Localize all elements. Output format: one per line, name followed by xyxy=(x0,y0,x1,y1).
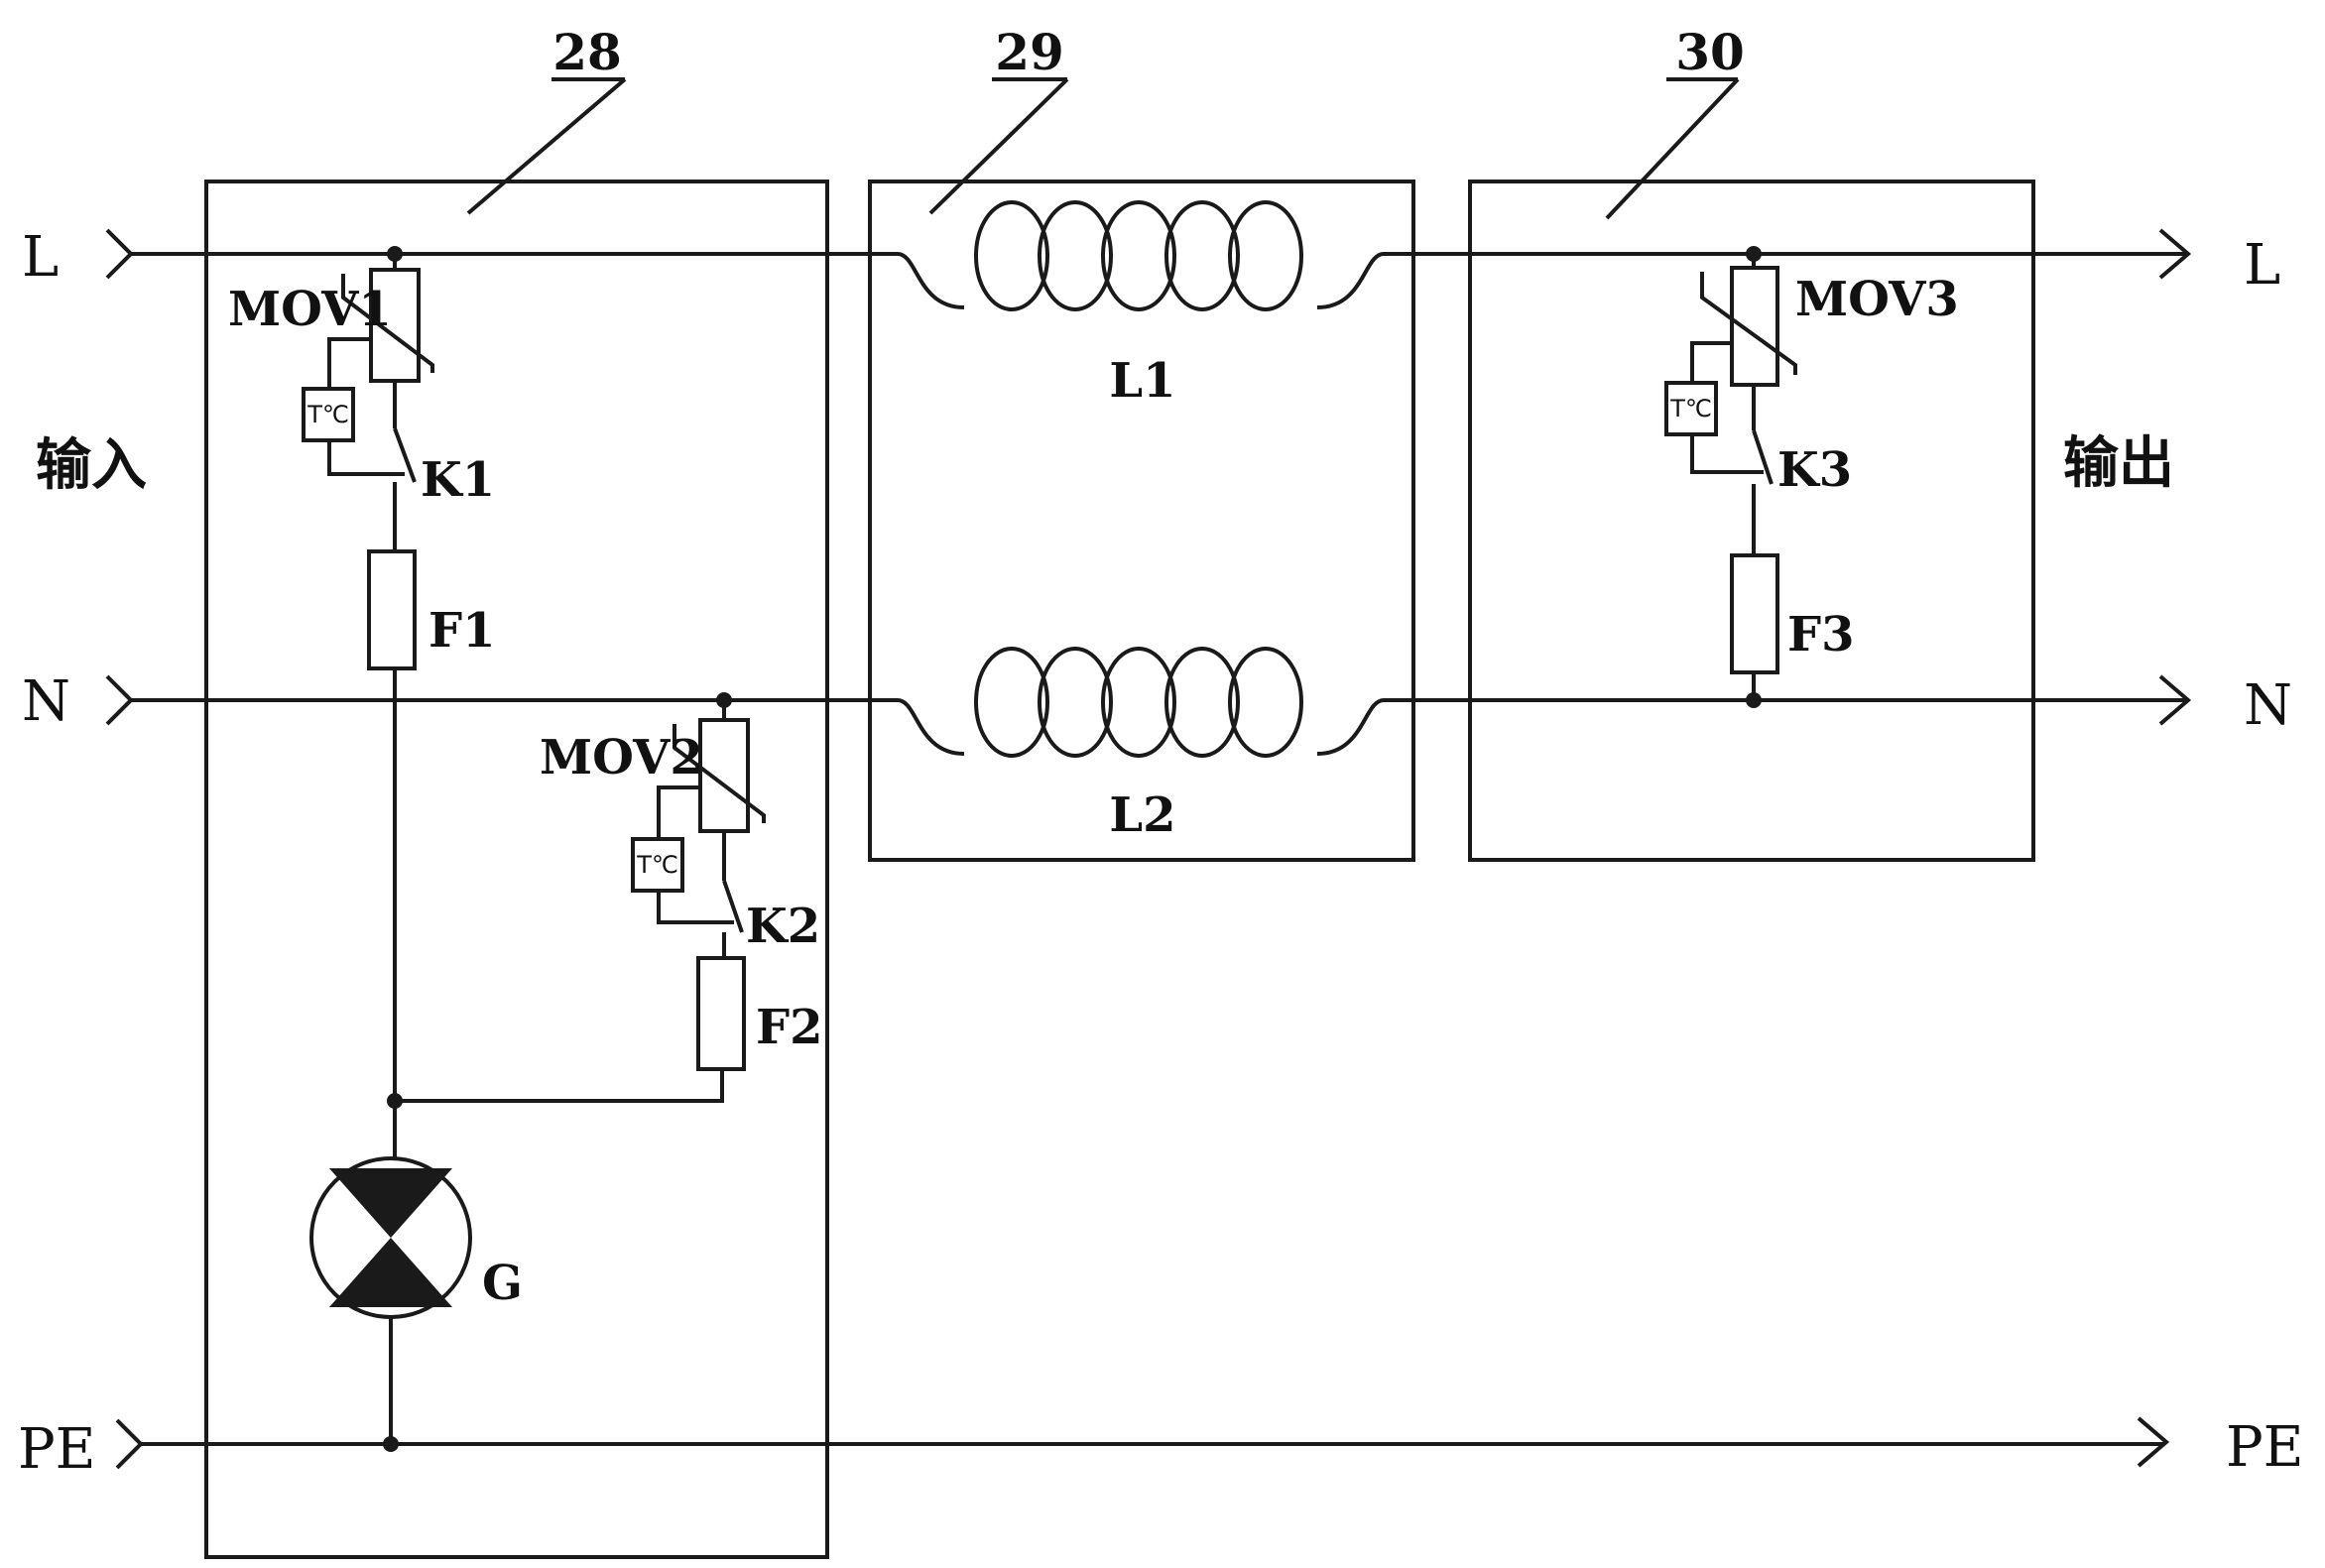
gas-discharge-tube-g: G xyxy=(311,1101,523,1452)
branch-mov3: MOV3 T℃ K3 F3 xyxy=(1666,246,1959,708)
inductor-l2: L2 xyxy=(976,649,1301,843)
thermal-switch-icon: T℃ xyxy=(304,339,415,482)
junction-dot xyxy=(383,1436,399,1452)
mov3-label: MOV3 xyxy=(1795,272,1959,327)
module-30: 30 xyxy=(1470,23,2033,860)
module-29-box xyxy=(870,181,1413,860)
f2-label: F2 xyxy=(756,1000,822,1055)
f1-label: F1 xyxy=(428,603,495,659)
module-29-leader xyxy=(930,79,1067,213)
k3-label: K3 xyxy=(1777,442,1852,498)
gas-discharge-tube-icon xyxy=(311,1158,470,1317)
svg-text:T℃: T℃ xyxy=(1669,395,1712,422)
fuse-icon xyxy=(698,958,744,1069)
branch-mov1: MOV1 T℃ K1 F1 xyxy=(228,246,495,1109)
inductor-l1: L1 xyxy=(976,202,1301,409)
input-side-label: 输入 xyxy=(36,433,147,498)
f3-label: F3 xyxy=(1787,607,1854,663)
main-lines xyxy=(129,254,2186,1444)
input-port-n: N xyxy=(22,669,70,734)
input-terminals: L N PE 输入 xyxy=(18,225,147,1482)
l2-label: L2 xyxy=(1109,787,1175,843)
varistor-icon xyxy=(1702,268,1795,385)
output-port-n: N xyxy=(2244,673,2292,738)
output-terminals: L N PE 输出 xyxy=(2063,230,2304,1480)
arrow-icon xyxy=(107,230,131,278)
svg-text:T℃: T℃ xyxy=(636,851,678,879)
n-line-output xyxy=(1317,700,2186,754)
mov2-label: MOV2 xyxy=(540,730,703,785)
input-port-l: L xyxy=(22,225,59,290)
output-port-l: L xyxy=(2244,233,2280,298)
l1-label: L1 xyxy=(1109,353,1175,409)
arrow-icon xyxy=(117,1420,141,1468)
k1-label: K1 xyxy=(421,452,495,508)
module-28-leader xyxy=(468,79,625,213)
output-side-label: 输出 xyxy=(2063,431,2174,496)
module-30-number: 30 xyxy=(1675,23,1745,81)
module-29: 29 xyxy=(870,23,1413,860)
svg-text:T℃: T℃ xyxy=(306,401,349,428)
thermal-switch-icon: T℃ xyxy=(633,787,742,932)
arrow-icon xyxy=(107,676,131,724)
output-port-pe: PE xyxy=(2226,1415,2304,1480)
branch-mov2: MOV2 T℃ K2 F2 xyxy=(395,692,822,1101)
inductor-coil-icon xyxy=(976,202,1301,309)
thermal-switch-icon: T℃ xyxy=(1666,343,1772,484)
input-port-pe: PE xyxy=(18,1417,96,1482)
module-28-box xyxy=(206,181,827,1557)
module-28-number: 28 xyxy=(552,23,622,81)
fuse-icon xyxy=(369,551,415,668)
junction-dot xyxy=(1746,692,1762,708)
inductor-coil-icon xyxy=(976,649,1301,756)
module-30-leader xyxy=(1607,79,1738,218)
k2-label: K2 xyxy=(746,899,820,954)
g-label: G xyxy=(482,1256,523,1311)
fuse-icon xyxy=(1732,555,1777,672)
module-29-number: 29 xyxy=(995,23,1064,81)
mov1-label: MOV1 xyxy=(228,282,392,337)
